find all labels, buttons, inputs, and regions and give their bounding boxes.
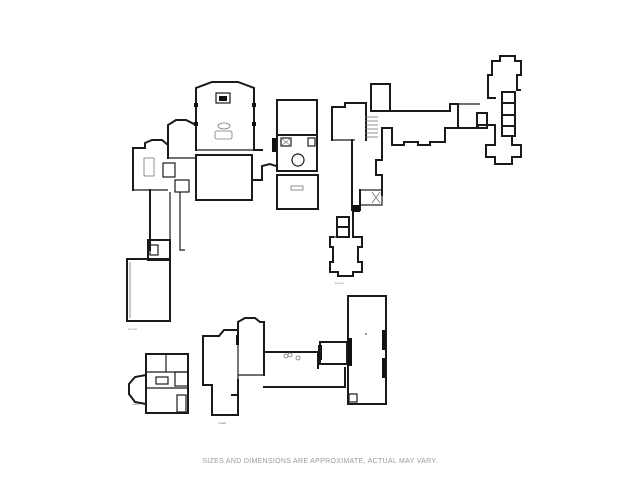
upper-floor-plan: FLOOR 2 [329,55,522,285]
svg-text:LOWER: LOWER [218,423,226,425]
lower-level-plan: LOWER [202,295,387,425]
svg-text:GUEST: GUEST [132,404,140,406]
svg-text:FLOOR 2: FLOOR 2 [335,283,345,285]
guest-house-plan: GUEST [128,353,189,414]
main-floor-plan: FLOOR 1 [126,81,319,331]
svg-text:FLOOR 1: FLOOR 1 [128,329,138,331]
disclaimer-text: SIZES AND DIMENSIONS ARE APPROXIMATE, AC… [202,458,438,465]
